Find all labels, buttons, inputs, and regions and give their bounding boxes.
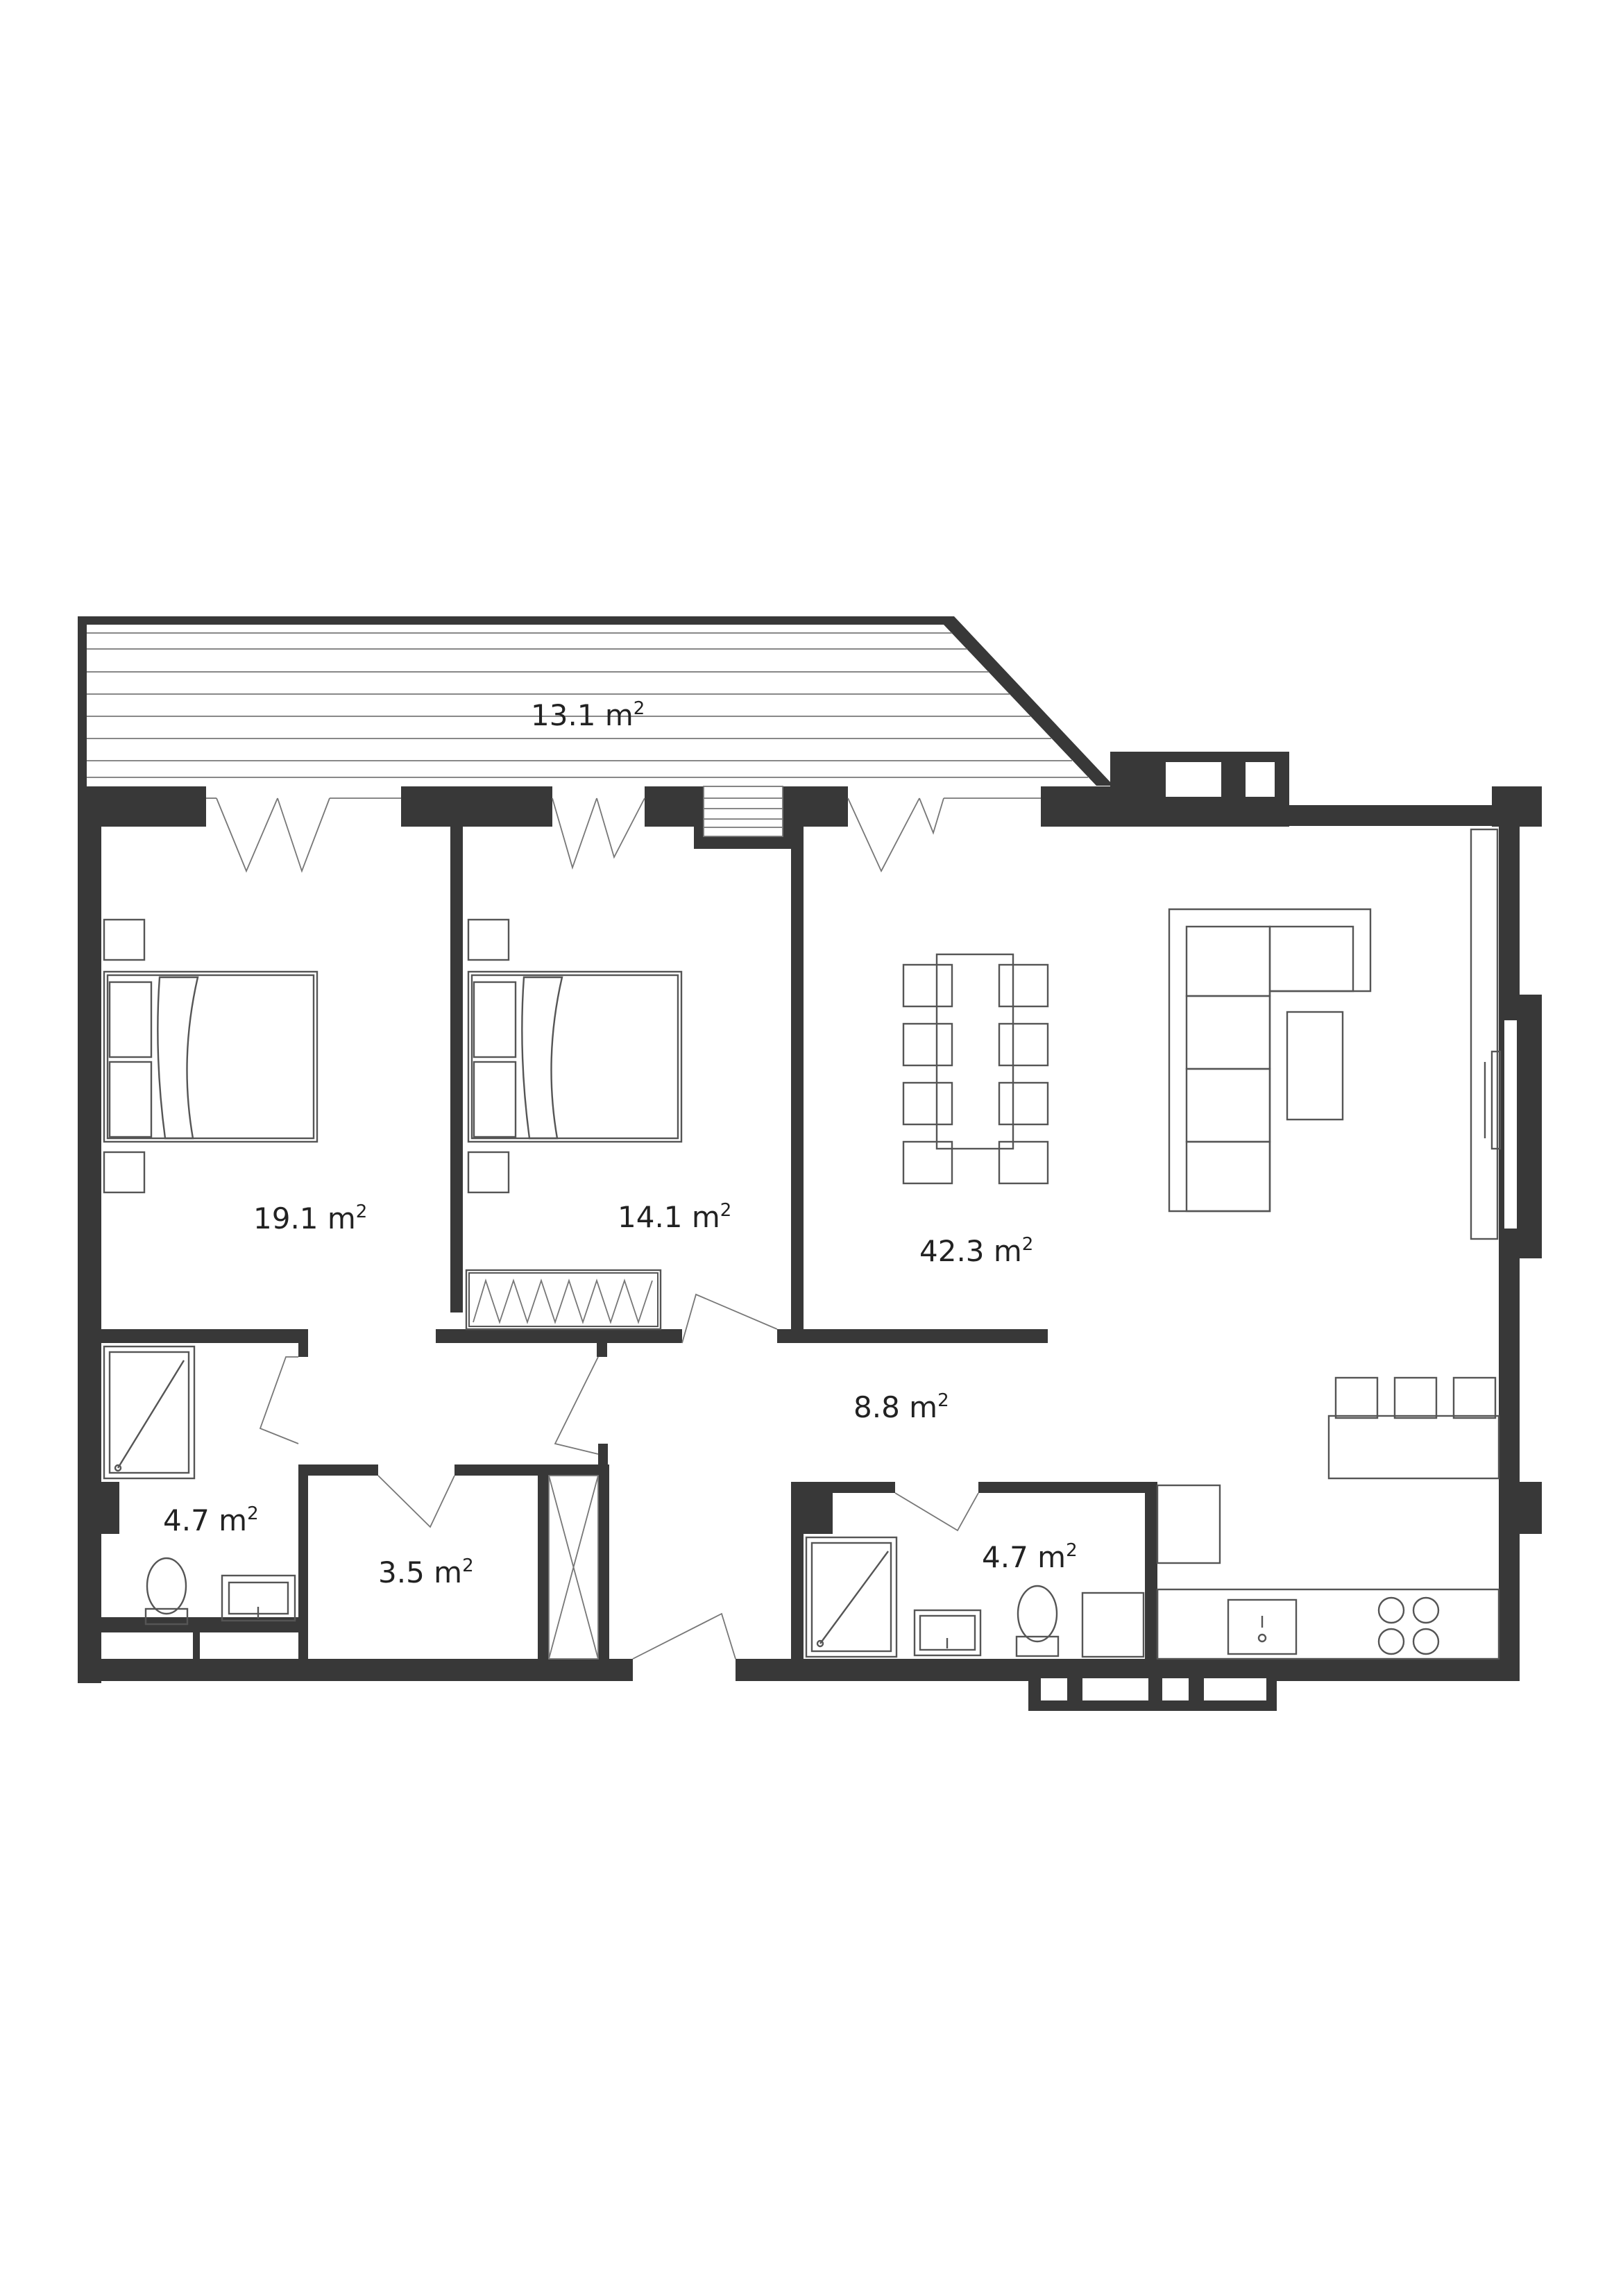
bedroom-1-area-label: 19.1 m2 <box>253 1201 367 1235</box>
wardrobe <box>548 1475 599 1660</box>
bedroom-1-furniture <box>103 918 318 1194</box>
walls <box>78 752 1542 1711</box>
kitchen-counter <box>1156 1484 1500 1660</box>
storage-area-label: 3.5 m2 <box>378 1555 474 1589</box>
sofa <box>1168 908 1372 1213</box>
bathroom-1-fixtures <box>103 1345 296 1626</box>
bathroom-2-area-label: 4.7 m2 <box>982 1540 1078 1574</box>
bathroom-1-area-label: 4.7 m2 <box>163 1503 259 1537</box>
bedroom-2-wardrobe <box>465 1269 662 1331</box>
balcony-area-label: 13.1 m2 <box>531 698 645 732</box>
bedroom-2-furniture <box>467 918 683 1194</box>
bathroom-2-fixtures <box>805 1536 1145 1658</box>
kitchen-bar <box>1327 1376 1500 1480</box>
hallway-area-label: 8.8 m2 <box>853 1390 949 1424</box>
doors <box>206 786 1041 1660</box>
balcony-decking <box>87 632 1088 778</box>
balcony <box>78 616 1114 786</box>
dining-set <box>902 953 1049 1185</box>
tv-unit <box>1470 828 1502 1240</box>
bedroom-2-area-label: 14.1 m2 <box>618 1200 731 1234</box>
living-kitchen-area-label: 42.3 m2 <box>919 1234 1033 1268</box>
area-labels: 13.1 m2 19.1 m2 14.1 m2 42.3 m2 8.8 m2 4… <box>163 698 1078 1589</box>
